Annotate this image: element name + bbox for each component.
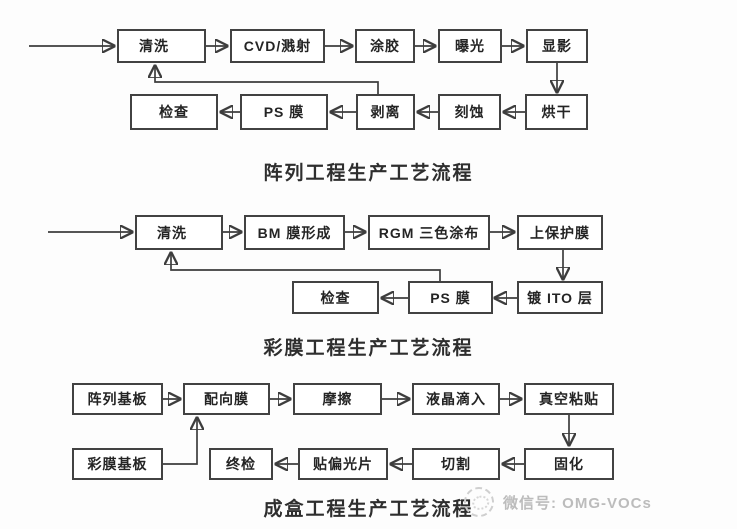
array-node-baoguang: 曝光	[438, 29, 502, 63]
arrow-caimojiban-to-peixiangmo	[163, 418, 197, 465]
cell-node-qiege: 切割	[412, 448, 500, 480]
array-node-honggan: 烘干	[525, 94, 588, 130]
cf-node-psmo: PS 膜	[408, 281, 493, 314]
cell-node-yejingdiru: 液晶滴入	[412, 383, 500, 415]
array-chart-title: 阵列工程生产工艺流程	[263, 163, 474, 184]
cell-node-zhongjian: 终检	[209, 448, 273, 480]
cf-node-bmmo: BM 膜形成	[244, 215, 345, 250]
wechat-id-text: 微信号: OMG-VOCs	[503, 494, 652, 512]
cell-node-zhenkong: 真空粘贴	[524, 383, 614, 415]
array-node-psmo: PS 膜	[240, 94, 328, 130]
array-node-boli: 剥离	[356, 94, 415, 130]
cf-node-jiancha: 检查	[292, 281, 379, 314]
array-node-keshi: 刻蚀	[438, 94, 501, 130]
cell-node-guhua: 固化	[524, 448, 614, 480]
array-node-cvd: CVD/溅射	[230, 29, 325, 63]
array-node-qingxi: 清洗	[117, 29, 206, 63]
wechat-stamp-icon	[461, 484, 497, 520]
cell-chart-title: 成盒工程生产工艺流程	[263, 499, 474, 520]
array-node-tujiao: 涂胶	[355, 29, 415, 63]
cell-node-caimojiban: 彩膜基板	[72, 448, 163, 480]
cell-node-peixiangmo: 配向膜	[183, 383, 270, 415]
cf-chart-title: 彩膜工程生产工艺流程	[263, 338, 474, 359]
array-node-jiancha: 检查	[130, 94, 218, 130]
cell-node-zhenliejiban: 阵列基板	[72, 383, 163, 415]
cf-node-duito: 镀 ITO 层	[517, 281, 603, 314]
cf-node-baohumo: 上保护膜	[517, 215, 603, 250]
cf-node-qingxi: 清洗	[135, 215, 223, 250]
arrow-boli-feedback-to-qingxi	[155, 66, 379, 94]
cell-node-moca: 摩擦	[293, 383, 382, 415]
cell-node-tiepian: 贴偏光片	[298, 448, 388, 480]
array-node-xianying: 显影	[526, 29, 588, 63]
arrow-psmo-feedback-to-qingxi	[171, 253, 441, 281]
watermark: 微信号: OMG-VOCs	[461, 484, 652, 520]
cf-node-rgm: RGM 三色涂布	[368, 215, 490, 250]
